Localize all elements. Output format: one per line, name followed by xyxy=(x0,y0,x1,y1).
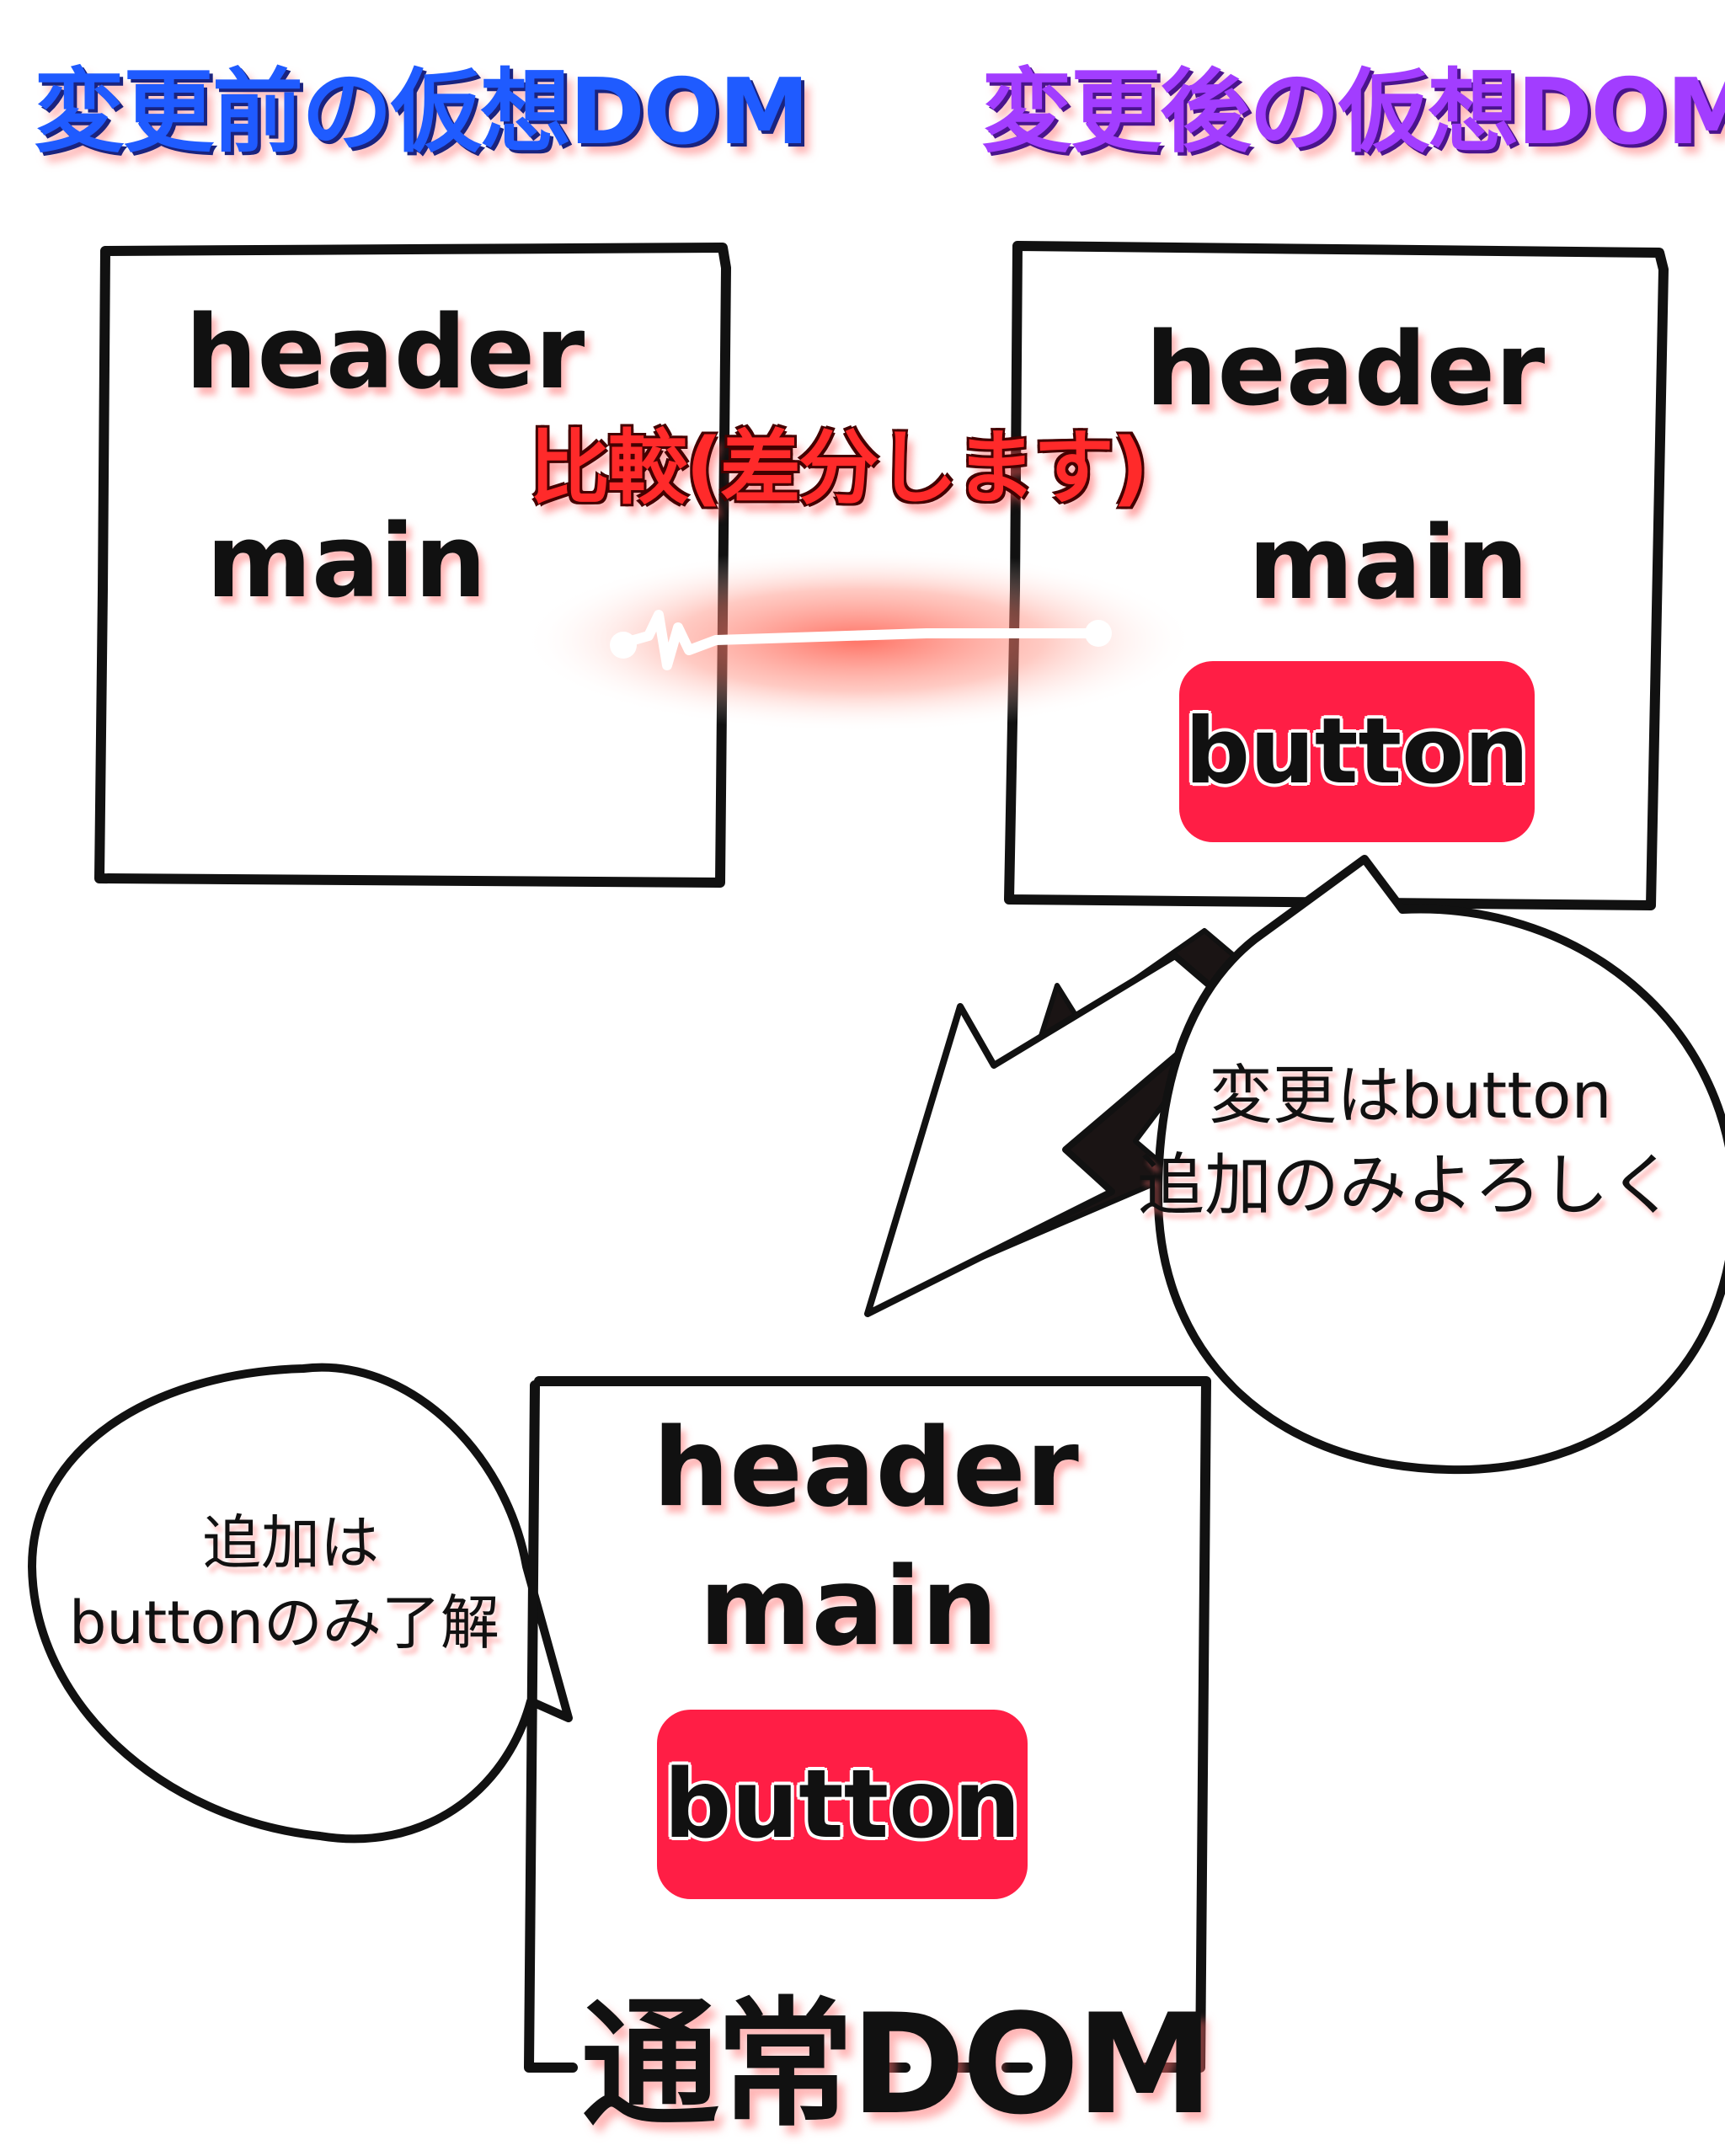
real-button: button xyxy=(657,1710,1028,1899)
real-header-label: header xyxy=(653,1406,1079,1531)
virtual-dom-before-frame xyxy=(94,243,731,888)
before-main-label: main xyxy=(206,504,487,621)
after-main-label: main xyxy=(1248,505,1529,622)
speech-bubble-right xyxy=(1154,855,1725,1475)
compare-connector-end xyxy=(1085,620,1112,647)
bubble-left-line1: 追加は xyxy=(202,1508,379,1577)
virtual-dom-after-title: 変更後の仮想DOM xyxy=(981,60,1725,165)
bubble-right-line2: 追加のみよろしく xyxy=(1137,1146,1676,1225)
real-main-label: main xyxy=(699,1545,998,1670)
bubble-right-line1: 変更はbutton xyxy=(1209,1058,1612,1133)
after-header-label: header xyxy=(1146,312,1546,429)
real-dom-title: 通常DOM xyxy=(581,1984,1214,2145)
speech-bubble-left xyxy=(28,1363,573,1844)
compare-connector xyxy=(614,610,1100,670)
bubble-left-line2: buttonのみ了解 xyxy=(69,1588,499,1657)
real-dom-frame xyxy=(524,1376,1211,2073)
compare-connector-start xyxy=(610,632,637,659)
virtual-dom-before-title: 変更前の仮想DOM xyxy=(34,60,809,165)
before-header-label: header xyxy=(185,295,585,412)
compare-label: 比較(差分します) xyxy=(529,421,1149,515)
after-button: button xyxy=(1179,661,1535,842)
